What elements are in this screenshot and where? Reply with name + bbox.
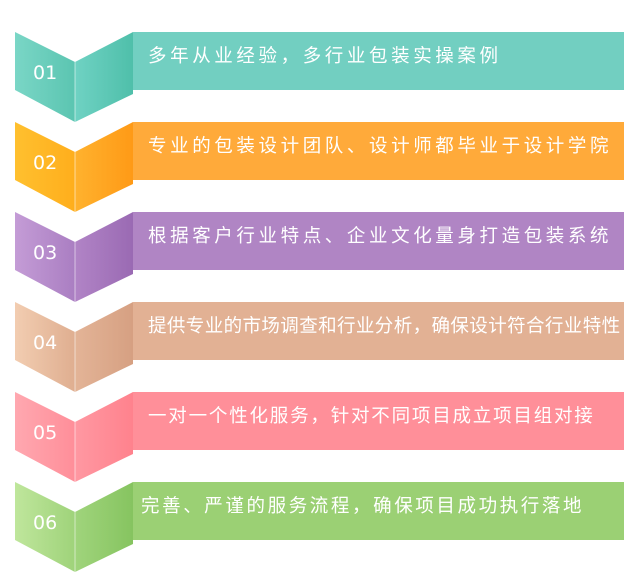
cube-shape [15,122,133,212]
step-number: 03 [33,242,58,264]
step-number: 04 [33,332,58,354]
feature-row-02: 02 专业的包装设计团队、设计师都毕业于设计学院 [0,122,640,214]
feature-bar: 多年从业经验，多行业包装实操案例 [133,32,624,90]
cube-icon: 04 [0,302,140,394]
cube-shape [15,302,133,392]
feature-text: 专业的包装设计团队、设计师都毕业于设计学院 [148,136,613,157]
feature-row-04: 04 提供专业的市场调查和行业分析，确保设计符合行业特性 [0,302,640,394]
step-number: 01 [33,62,58,84]
cube-shape [15,482,133,572]
feature-text: 根据客户行业特点、企业文化量身打造包装系统 [148,226,613,247]
feature-row-01: 01 多年从业经验，多行业包装实操案例 [0,32,640,124]
feature-text: 提供专业的市场调查和行业分析，确保设计符合行业特性 [148,316,621,337]
feature-bar: 专业的包装设计团队、设计师都毕业于设计学院 [133,122,624,180]
feature-bar: 完善、严谨的服务流程，确保项目成功执行落地 [133,482,624,540]
cube-icon: 03 [0,212,140,304]
feature-text: 完善、严谨的服务流程，确保项目成功执行落地 [141,496,585,517]
step-number: 02 [33,152,58,174]
step-number: 06 [33,512,58,534]
feature-row-05: 05 一对一个性化服务，针对不同项目成立项目组对接 [0,392,640,484]
cube-shape [15,392,133,482]
feature-text: 多年从业经验，多行业包装实操案例 [148,46,502,67]
cube-icon: 06 [0,482,140,574]
cube-icon: 01 [0,32,140,124]
feature-row-03: 03 根据客户行业特点、企业文化量身打造包装系统 [0,212,640,304]
feature-row-06: 06 完善、严谨的服务流程，确保项目成功执行落地 [0,482,640,574]
feature-text: 一对一个性化服务，针对不同项目成立项目组对接 [148,406,595,427]
cube-icon: 05 [0,392,140,484]
feature-bar: 一对一个性化服务，针对不同项目成立项目组对接 [133,392,624,450]
cube-icon: 02 [0,122,140,214]
cube-shape [15,32,133,122]
step-number: 05 [33,422,58,444]
cube-shape [15,212,133,302]
feature-bar: 提供专业的市场调查和行业分析，确保设计符合行业特性 [133,302,624,360]
feature-bar: 根据客户行业特点、企业文化量身打造包装系统 [133,212,624,270]
